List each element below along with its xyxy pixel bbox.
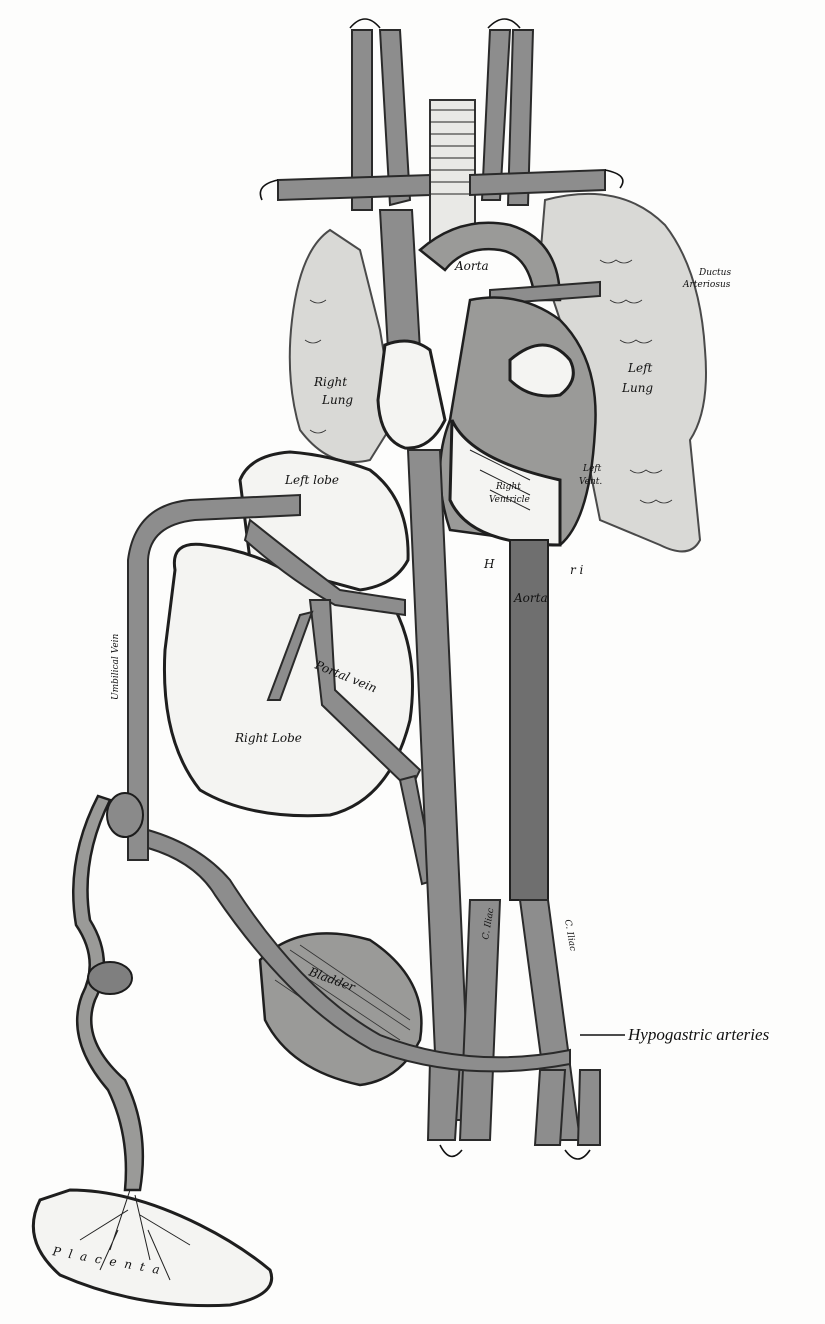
label-arteriosus: Arteriosus [682, 280, 731, 290]
cord-knot [88, 962, 132, 994]
label-right-lung-1: Right [313, 375, 347, 389]
label-left-lung-1: Left [627, 361, 653, 375]
label-heart-letters-ri: r i [570, 563, 584, 577]
label-aorta-upper: Aorta [454, 259, 489, 273]
label-left-lobe: Left lobe [284, 473, 339, 487]
label-hypogastric-arteries: Hypogastric arteries [627, 1025, 770, 1044]
label-umbilical-vein: Umbilical Vein [111, 633, 121, 700]
label-left-lung-2: Lung [621, 381, 653, 395]
label-iliac-right: C. Iliac [562, 919, 577, 952]
right-subclavian [278, 175, 430, 200]
label-right-ventricle-1: Right [495, 482, 521, 492]
right-lung [290, 230, 395, 462]
label-left-vent-1: Left [582, 464, 602, 474]
label-right-ventricle-2: Ventricle [489, 495, 530, 505]
label-aorta-lower: Aorta [513, 591, 548, 605]
label-right-lung-2: Lung [321, 393, 353, 407]
superior-vena-cava [380, 210, 420, 350]
label-left-vent-2: Vent. [579, 477, 602, 487]
left-subclavian [470, 170, 605, 195]
label-heart-letter-h: H [483, 557, 495, 571]
label-right-lobe: Right Lobe [234, 731, 302, 745]
label-ductus: Ductus [698, 268, 731, 278]
